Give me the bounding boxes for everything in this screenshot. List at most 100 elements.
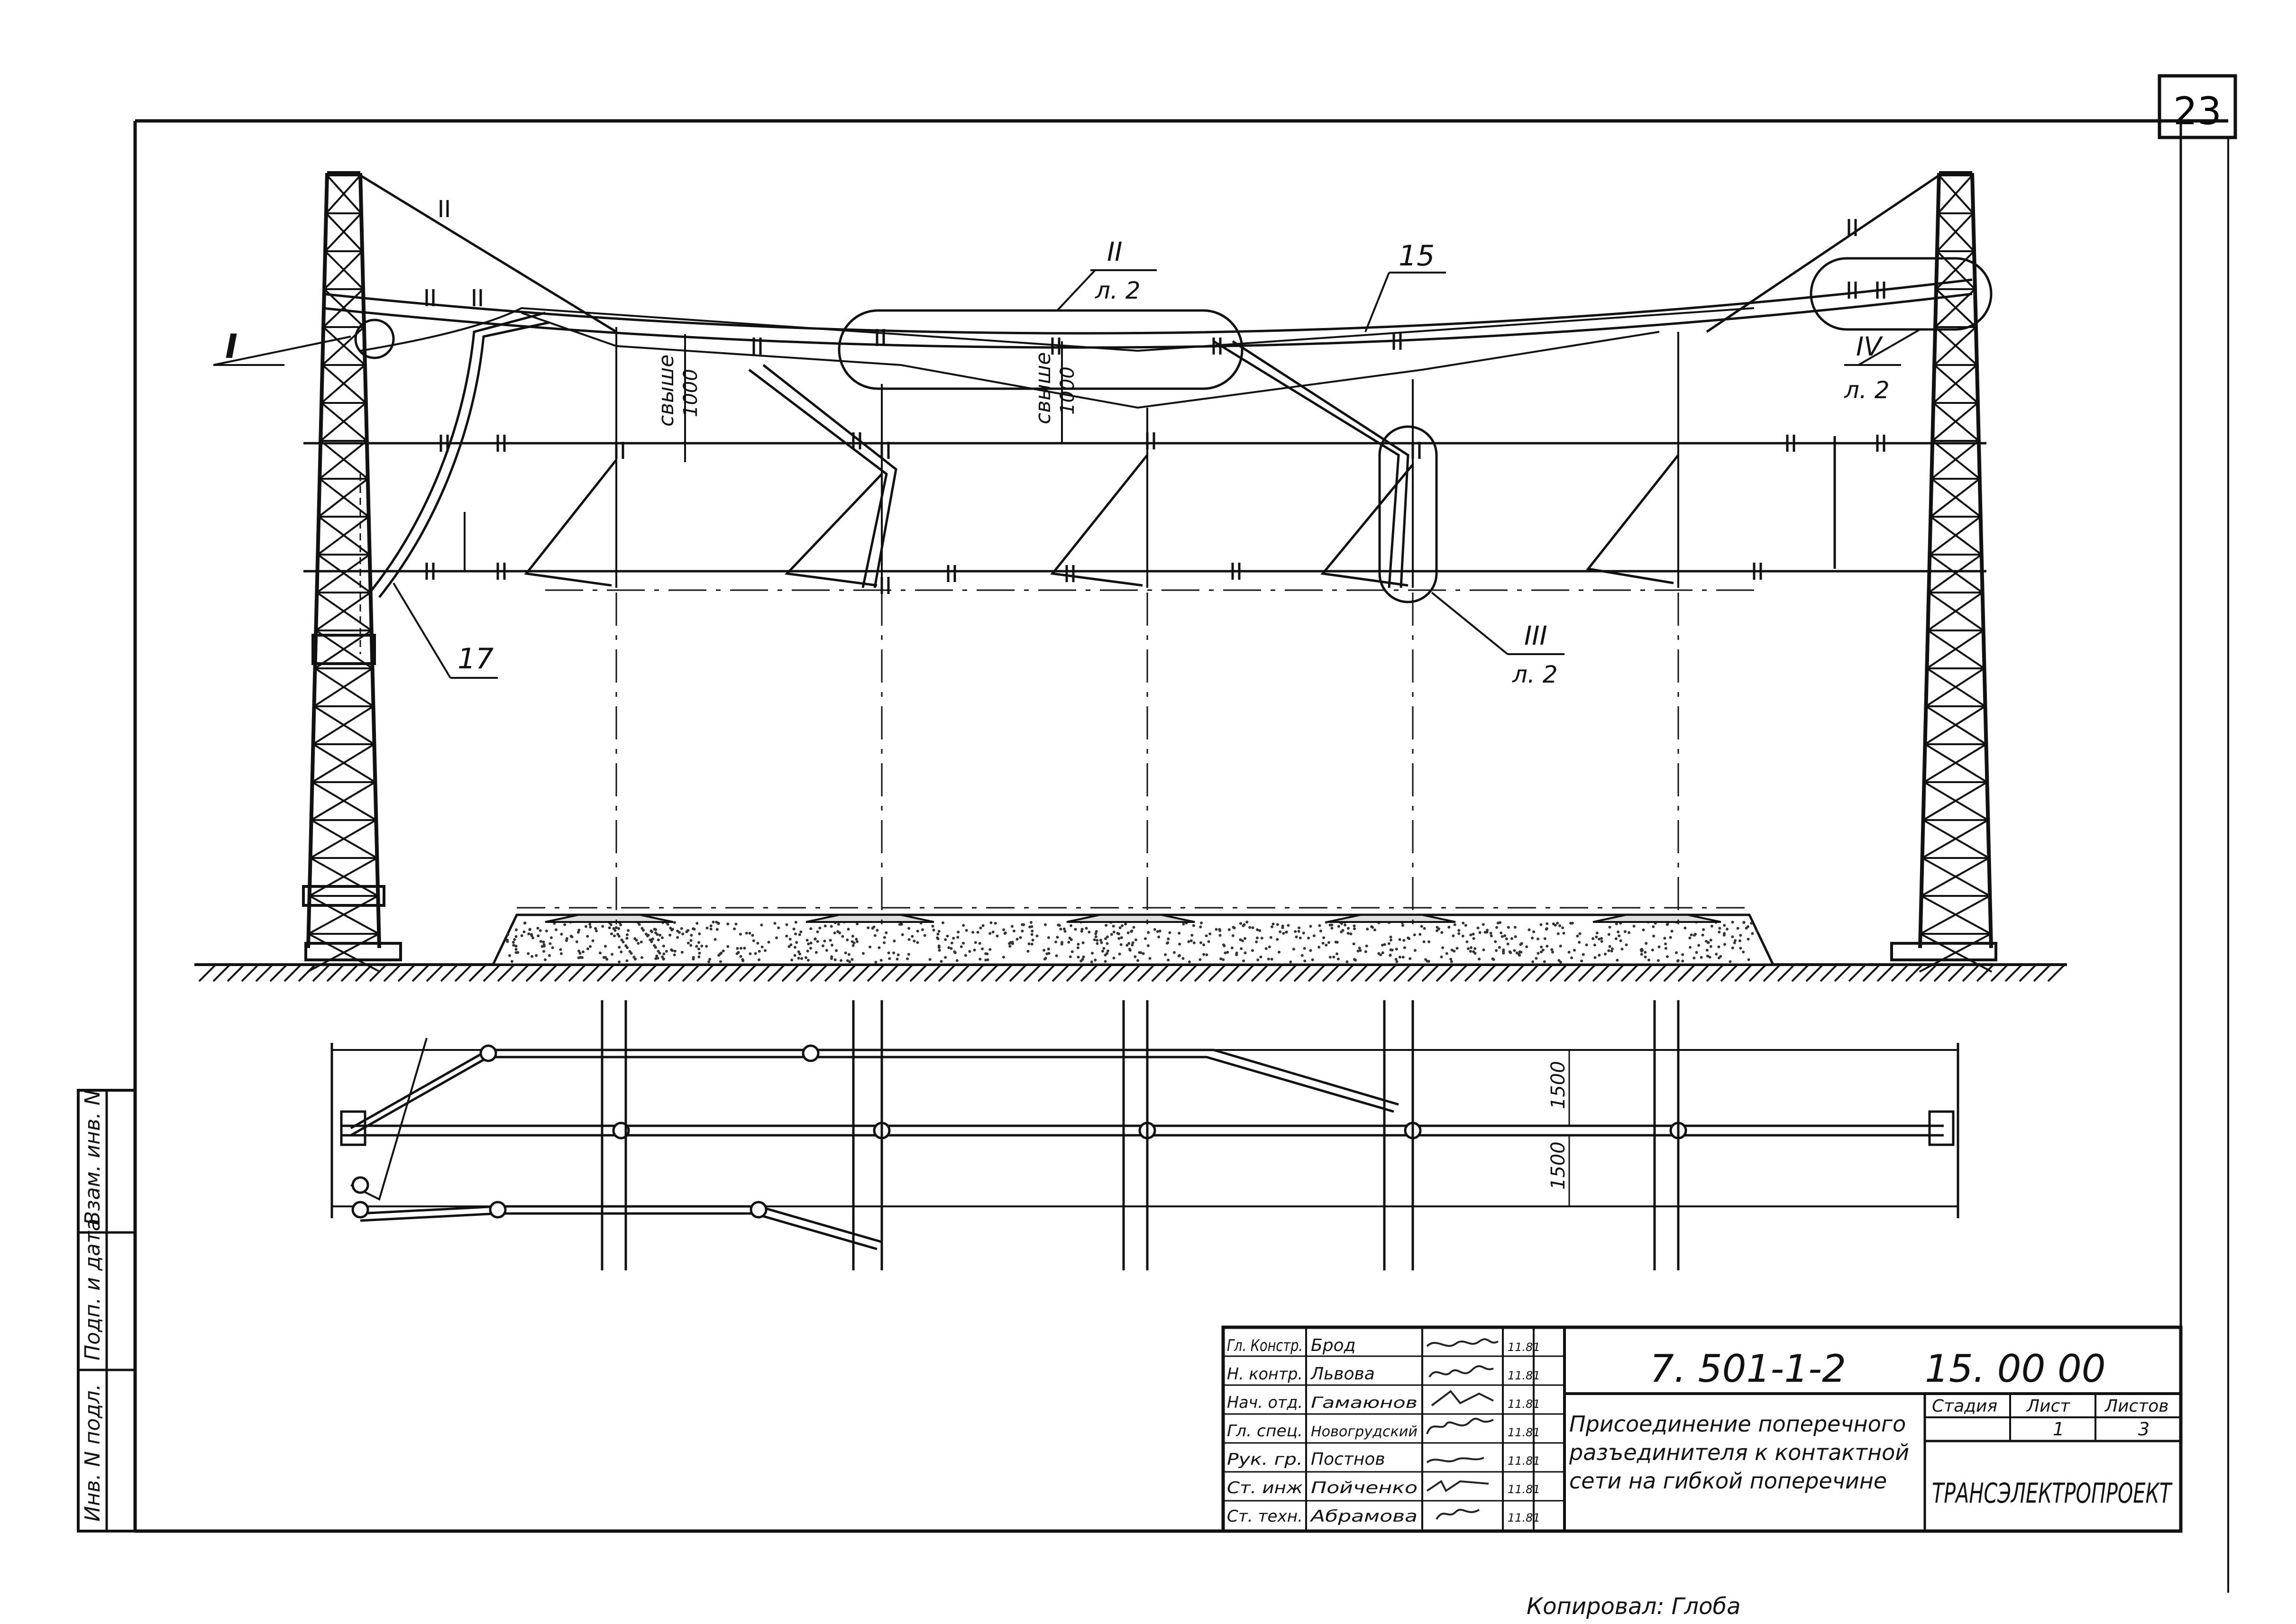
ballast-dot [551, 946, 554, 949]
ballast-dot [522, 930, 526, 933]
ballast-dot [1683, 926, 1687, 930]
document-code-suffix: 15. 00 00 [1925, 1347, 2106, 1391]
ballast-dot [1663, 937, 1666, 940]
ballast-dot [586, 947, 589, 950]
ballast-dot [1398, 956, 1401, 959]
ballast-dot [974, 941, 977, 944]
ballast-dot [1088, 931, 1091, 934]
ballast-dot [1502, 951, 1505, 955]
ballast-dot [739, 932, 742, 936]
ballast-dot [680, 950, 684, 954]
ballast-dot [1094, 958, 1097, 962]
staff-date: 11.81 [1508, 1483, 1540, 1496]
ballast-dot [991, 931, 995, 934]
ballast-dot [1102, 947, 1106, 950]
ballast-dot [1131, 941, 1134, 944]
lattice-brace [1933, 326, 1977, 366]
ballast-dot [767, 940, 770, 944]
ballast-dot [893, 940, 896, 943]
ground-hatch [1891, 964, 1909, 982]
ballast-dot [1518, 950, 1521, 953]
ballast-dot [1499, 921, 1502, 924]
ballast-dot [823, 940, 826, 943]
ballast-dot [1472, 937, 1475, 940]
ballast-dot [1595, 931, 1599, 935]
ground-hatch [1407, 964, 1426, 982]
ballast-dot [559, 948, 562, 951]
ballast-dot [806, 949, 809, 953]
ballast-dot [1074, 928, 1077, 931]
ballast-dot [1182, 922, 1185, 926]
lattice-brace [311, 781, 376, 821]
staff-role: Н. контр. [1227, 1365, 1303, 1384]
ballast-dot [1705, 940, 1708, 943]
ballast-dot [1645, 942, 1648, 945]
ballast-dot [855, 938, 858, 941]
ballast-dot [654, 928, 658, 931]
ballast-dot [1116, 932, 1119, 935]
ballast-dot [1409, 957, 1412, 960]
ballast-dot [715, 928, 719, 931]
ballast-dot [1383, 943, 1386, 946]
lattice-brace [1923, 743, 1987, 783]
ballast-dot [1085, 927, 1088, 930]
ground-hatch [383, 964, 402, 982]
ballast-dot [1593, 956, 1597, 959]
ground-hatch [1137, 964, 1155, 982]
staff-table: Гл. Констр. Брод 11.81 Н. контр. Львова … [1227, 1336, 1540, 1526]
ground-hatch [739, 964, 757, 982]
lattice-brace [1925, 667, 1985, 707]
sheet-label: Лист [2026, 1396, 2070, 1416]
ground-hatch [924, 964, 942, 982]
ballast-dot [830, 925, 833, 928]
ballast-dot [613, 934, 616, 938]
ground-hatch [1478, 964, 1497, 982]
ballast-dot [1352, 942, 1355, 946]
ballast-dot [527, 952, 530, 955]
ballast-dot [1717, 945, 1720, 949]
ballast-dot [1168, 931, 1171, 934]
ballast-dot [1298, 926, 1301, 930]
ballast-dot [1192, 941, 1196, 944]
ballast-dot [892, 951, 896, 955]
ballast-dot [693, 928, 696, 931]
ballast-dot [1276, 938, 1279, 941]
lattice-brace [313, 667, 373, 707]
ground-hatch [312, 964, 330, 982]
ballast-dot [1401, 956, 1405, 959]
ballast-dot [1569, 921, 1573, 925]
ballast-dot [510, 960, 513, 963]
ballast-dot [996, 934, 999, 938]
ballast-dot [1344, 923, 1347, 927]
ballast-dot [1192, 924, 1195, 927]
ballast-dot [542, 940, 545, 944]
ballast-dot [531, 955, 534, 958]
ground-hatch [1436, 964, 1454, 982]
ballast-dot [1461, 934, 1464, 938]
plan-node [351, 1176, 369, 1194]
ground-hatch [895, 964, 914, 982]
ballast-dot [1244, 937, 1247, 940]
ballast-dot [539, 929, 542, 932]
ballast-dot [964, 954, 967, 957]
ballast-dot [1070, 950, 1074, 953]
height-mid-top: свыше [1031, 352, 1055, 424]
ground-hatch [753, 964, 771, 982]
ground-hatch [1393, 964, 1411, 982]
ballast-dot [1364, 950, 1367, 953]
ground-hatch [653, 964, 672, 982]
ballast-dot [577, 956, 580, 959]
ballast-dot [1413, 933, 1416, 937]
ballast-dot [1132, 926, 1135, 929]
side-stamp: Инв. N подл. Подп. и дата Взам. инв. N [77, 1089, 137, 1533]
staff-role: Ст. техн. [1227, 1507, 1303, 1526]
ballast-dot [1124, 922, 1127, 926]
ballast-dot [900, 922, 903, 926]
ballast-dot [986, 958, 989, 961]
ballast-dot [1139, 951, 1143, 954]
ballast-dot [805, 939, 809, 942]
ground-hatch [909, 964, 928, 982]
ballast-dot [1251, 949, 1254, 952]
ballast-dot [668, 933, 672, 937]
staff-name: Постнов [1311, 1450, 1385, 1469]
